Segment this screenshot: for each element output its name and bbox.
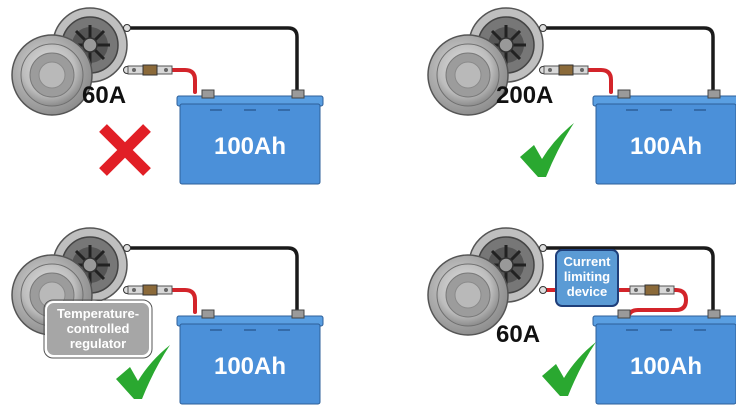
fuse-icon (127, 64, 173, 76)
battery: 100Ah (592, 89, 736, 185)
battery: 100Ah (176, 309, 324, 405)
positive-cable (541, 68, 613, 94)
regulator-label-line: controlled (67, 321, 130, 336)
battery: 100Ah (176, 89, 324, 185)
limiter-label-line: Current (564, 254, 612, 269)
fuse-icon (127, 284, 173, 296)
limiter-label-line: limiting (564, 269, 610, 284)
regulator-label-line: regulator (70, 336, 126, 351)
battery-capacity-label: 100Ah (214, 353, 286, 380)
alternator-icon (426, 226, 548, 337)
battery-capacity-label: 100Ah (630, 353, 702, 380)
checkmark-icon (542, 342, 596, 396)
alternator-rating-label: 60A (496, 321, 540, 348)
positive-cable (125, 288, 197, 314)
battery-capacity-label: 100Ah (630, 133, 702, 160)
alternator-rating-label: 200A (496, 82, 553, 109)
checkmark-icon (520, 123, 574, 177)
negative-cable (125, 26, 299, 94)
cross-icon (99, 124, 151, 176)
negative-cable (541, 26, 715, 94)
negative-cable (125, 246, 299, 314)
panel-1: 100Ah 60A (10, 6, 324, 185)
panel-2: 100Ah 200A (426, 6, 736, 185)
positive-cable-to-battery (614, 288, 688, 322)
fuse-icon (543, 64, 589, 76)
fuse-icon (629, 284, 675, 296)
regulator-label-line: Temperature- (57, 306, 139, 321)
limiter-label-line: device (567, 284, 607, 299)
battery: 100Ah (592, 309, 736, 405)
alternator-rating-label: 60A (82, 82, 126, 109)
positive-cable (125, 68, 197, 94)
battery-capacity-label: 100Ah (214, 133, 286, 160)
negative-cable (541, 246, 715, 314)
